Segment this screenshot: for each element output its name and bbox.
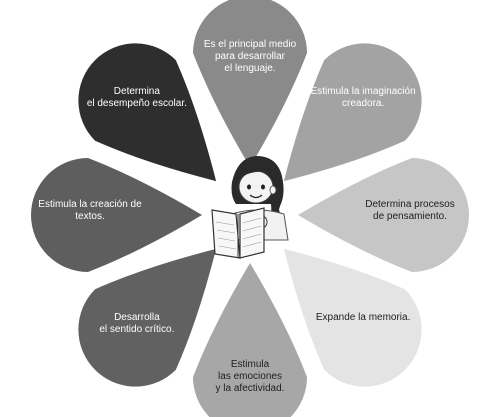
petal-label-6: Desarrolla el sentido crítico. xyxy=(99,312,175,336)
petal-label-2: Estimula la imaginación creadora. xyxy=(310,85,416,109)
petal-3 xyxy=(298,158,469,272)
petal-2 xyxy=(283,43,422,182)
petal-label-8: Determina el desempeño escolar. xyxy=(86,85,187,109)
petal-label-7: Estimula la creación de textos. xyxy=(38,199,142,222)
petal-4 xyxy=(283,248,422,387)
petal-label-1: Es el principal medio para desarrollar e… xyxy=(203,39,297,74)
petal-label-4: Expande la memoria. xyxy=(315,312,411,324)
petal-6 xyxy=(78,248,217,387)
petal-5 xyxy=(193,263,307,417)
petal-7 xyxy=(31,158,202,272)
petal-label-5: Estimula las emociones y la afectividad. xyxy=(215,359,285,394)
book-icon xyxy=(211,207,265,259)
girl-reading-book-illustration xyxy=(211,156,289,259)
petals-layer xyxy=(31,0,469,417)
petal-1 xyxy=(193,0,307,167)
petal-8 xyxy=(78,43,217,182)
petal-label-3: Determina procesos de pensamiento. xyxy=(365,199,455,222)
